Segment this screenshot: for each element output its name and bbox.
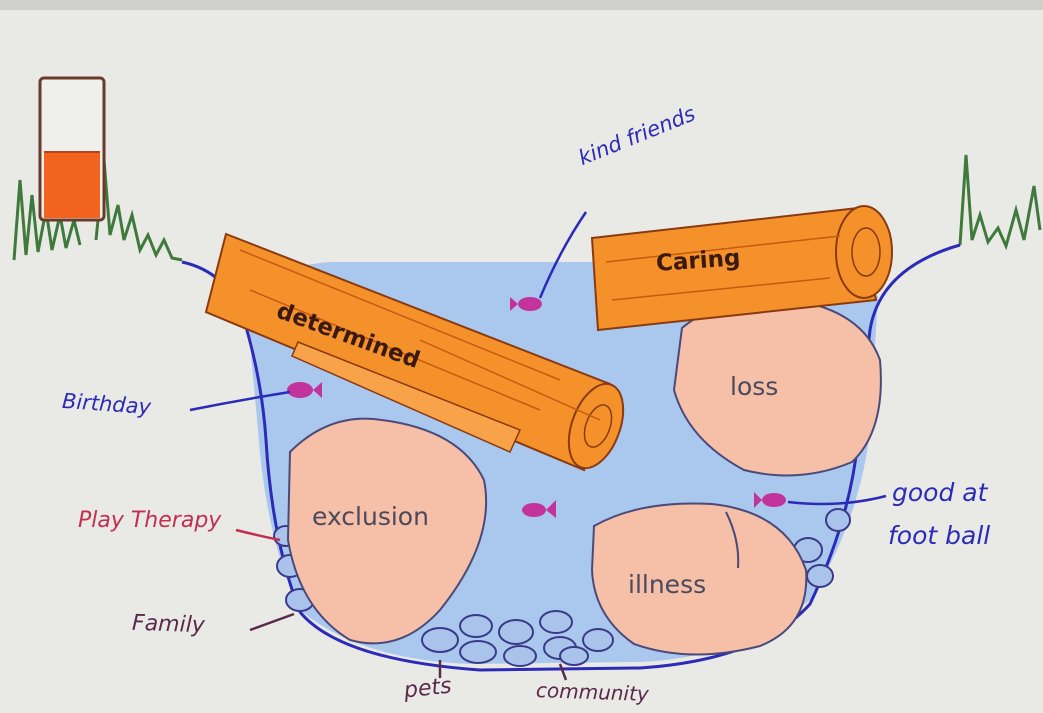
glass-half-full-icon (40, 78, 104, 220)
paper-shadow-top (0, 0, 1043, 10)
label-football: foot ball (888, 521, 990, 550)
label-loss: loss (730, 372, 778, 401)
label-illness: illness (628, 570, 706, 599)
label-pets: pets (403, 674, 453, 704)
label-play-therapy: Play Therapy (78, 508, 221, 533)
label-good-at: good at (892, 478, 987, 507)
label-community: community (536, 678, 650, 706)
label-exclusion: exclusion (312, 502, 429, 531)
label-family: Family (132, 611, 206, 639)
